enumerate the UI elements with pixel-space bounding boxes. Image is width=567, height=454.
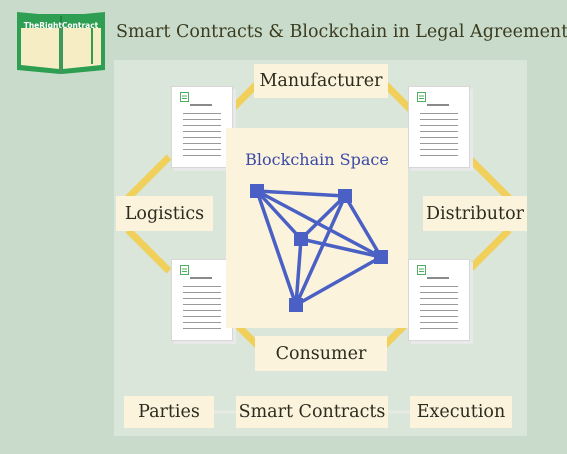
document-icon <box>180 265 189 275</box>
logo: TheRightContract <box>14 6 108 78</box>
document-icon <box>417 92 426 102</box>
document-top-right <box>408 86 470 168</box>
node-manufacturer: Manufacturer <box>254 64 388 98</box>
network-edge <box>299 237 383 259</box>
document-bottom-left <box>171 259 233 341</box>
network-node <box>294 232 308 246</box>
node-consumer: Consumer <box>255 336 387 371</box>
network-node <box>338 189 352 203</box>
network-edge <box>294 255 383 307</box>
network-edge <box>343 194 383 259</box>
page-title: Smart Contracts & Blockchain in Legal Ag… <box>116 22 567 42</box>
network-node <box>289 298 303 312</box>
footer-parties: Parties <box>124 396 214 428</box>
document-top-left <box>171 86 233 168</box>
document-icon <box>180 92 189 102</box>
network-node <box>250 184 264 198</box>
connector-distributor-bottom <box>465 227 512 274</box>
connector-distributor-top <box>465 154 512 201</box>
logo-text: TheRightContract <box>23 21 99 30</box>
node-distributor: Distributor <box>423 196 527 231</box>
blockchain-space-label: Blockchain Space <box>245 150 389 169</box>
network-edge <box>255 189 298 307</box>
node-logistics: Logistics <box>116 196 213 231</box>
network-edge <box>299 194 347 241</box>
network-edge <box>255 189 347 198</box>
network-edge <box>294 194 347 307</box>
connector-logistics-bottom <box>125 227 172 274</box>
network-edge <box>294 237 303 307</box>
document-bottom-right <box>408 259 470 341</box>
network-edge <box>255 189 383 259</box>
document-icon <box>417 265 426 275</box>
network-node <box>374 250 388 264</box>
footer-execution: Execution <box>410 396 512 428</box>
network-edge <box>255 189 303 241</box>
footer-smart-contracts: Smart Contracts <box>236 396 388 428</box>
connector-logistics-top <box>125 154 172 201</box>
